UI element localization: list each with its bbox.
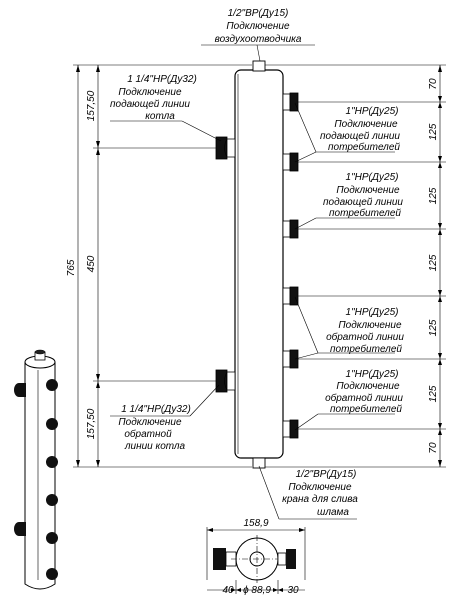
svg-text:шлама: шлама	[317, 507, 349, 518]
svg-text:котла: котла	[145, 111, 175, 122]
dim-left-bottom: 157,50	[86, 408, 97, 439]
svg-text:Подключение: Подключение	[336, 381, 400, 392]
svg-text:Подключение: Подключение	[288, 482, 352, 493]
svg-text:подающей линии: подающей линии	[320, 131, 400, 142]
left-dimensions: 765 157,50 450 157,50	[66, 64, 252, 468]
dim-right-top: 70	[428, 78, 439, 90]
svg-text:линии котла: линии котла	[124, 441, 186, 452]
label-air-vent: 1/2"ВР(Ду15) Подключение воздухоотводчик…	[215, 8, 302, 45]
drain-thread: 1/2"ВР(Ду15)	[296, 469, 357, 480]
label-boiler-return: 1 1/4"НР(Ду32) Подключение обратной лини…	[118, 404, 190, 452]
consumer-return-2-thread: 1"НР(Ду25)	[346, 369, 399, 380]
svg-text:Подключение: Подключение	[336, 185, 400, 196]
consumer-fitting-1	[282, 92, 299, 112]
svg-text:подающей линии: подающей линии	[110, 99, 190, 110]
dim-diameter: ϕ 88,9	[243, 585, 271, 596]
svg-text:обратной: обратной	[124, 428, 172, 440]
isometric-view	[14, 349, 58, 590]
svg-text:потребителей: потребителей	[328, 141, 400, 153]
right-dimensions: 70 125 125 125 125 125 70	[265, 64, 446, 468]
svg-text:крана для слива: крана для слива	[282, 494, 358, 505]
dim-left-top: 157,50	[86, 90, 97, 121]
consumer-return-1-thread: 1"НР(Ду25)	[346, 307, 399, 318]
svg-text:обратной линии: обратной линии	[326, 331, 404, 343]
svg-text:Подключение: Подключение	[338, 320, 402, 331]
consumer-supply-2-thread: 1"НР(Ду25)	[346, 172, 399, 183]
label-consumer-supply-1: 1"НР(Ду25) Подключение подающей линии по…	[320, 106, 400, 153]
consumer-fitting-6	[282, 419, 299, 439]
plan-view: 158,9 40 ϕ 88,9 30	[206, 518, 306, 596]
air-vent-stub	[252, 60, 266, 72]
drain-stub	[252, 457, 266, 469]
air-vent-thread: 1/2"ВР(Ду15)	[228, 8, 289, 19]
svg-text:Подключение: Подключение	[334, 119, 398, 130]
label-boiler-supply: 1 1/4"НР(Ду32) Подключение подающей лини…	[110, 74, 197, 122]
svg-text:воздухоотводчика: воздухоотводчика	[215, 34, 302, 45]
dim-right-bottom: 70	[428, 442, 439, 454]
label-consumer-supply-2: 1"НР(Ду25) Подключение подающей линии по…	[323, 172, 403, 219]
dim-total: 765	[66, 259, 77, 276]
dim-left-middle: 450	[86, 255, 97, 272]
dim-right-1: 125	[428, 123, 439, 140]
consumer-fitting-4	[282, 286, 299, 306]
consumer-supply-1-thread: 1"НР(Ду25)	[346, 106, 399, 117]
label-drain: 1/2"ВР(Ду15) Подключение крана для слива…	[282, 469, 358, 518]
dim-right-3: 125	[428, 254, 439, 271]
boiler-supply-fitting	[215, 136, 236, 160]
dim-bottom-left: 40	[222, 585, 234, 596]
boiler-supply-thread: 1 1/4"НР(Ду32)	[127, 74, 197, 85]
label-consumer-return-1: 1"НР(Ду25) Подключение обратной линии по…	[326, 307, 404, 355]
consumer-fittings	[282, 92, 299, 439]
dim-right-2: 125	[428, 187, 439, 204]
manifold-body	[234, 60, 284, 469]
svg-text:подающей линии: подающей линии	[323, 197, 403, 208]
svg-text:потребителей: потребителей	[329, 207, 401, 219]
boiler-return-fitting	[215, 369, 236, 393]
leader-lines	[110, 44, 395, 520]
boiler-return-thread: 1 1/4"НР(Ду32)	[121, 404, 191, 415]
svg-text:Подключение: Подключение	[118, 87, 182, 98]
dim-bottom-right: 30	[287, 585, 299, 596]
dim-width-top: 158,9	[243, 518, 268, 529]
svg-text:обратной линии: обратной линии	[325, 392, 403, 404]
svg-text:потребителей: потребителей	[330, 403, 402, 415]
svg-text:Подключение: Подключение	[118, 417, 182, 428]
consumer-fitting-2	[282, 152, 299, 172]
svg-text:Подключение: Подключение	[226, 21, 290, 32]
svg-text:потребителей: потребителей	[330, 343, 402, 355]
dim-right-4: 125	[428, 319, 439, 336]
dim-right-5: 125	[428, 385, 439, 402]
label-consumer-return-2: 1"НР(Ду25) Подключение обратной линии по…	[325, 369, 403, 415]
consumer-fitting-3	[282, 219, 299, 239]
